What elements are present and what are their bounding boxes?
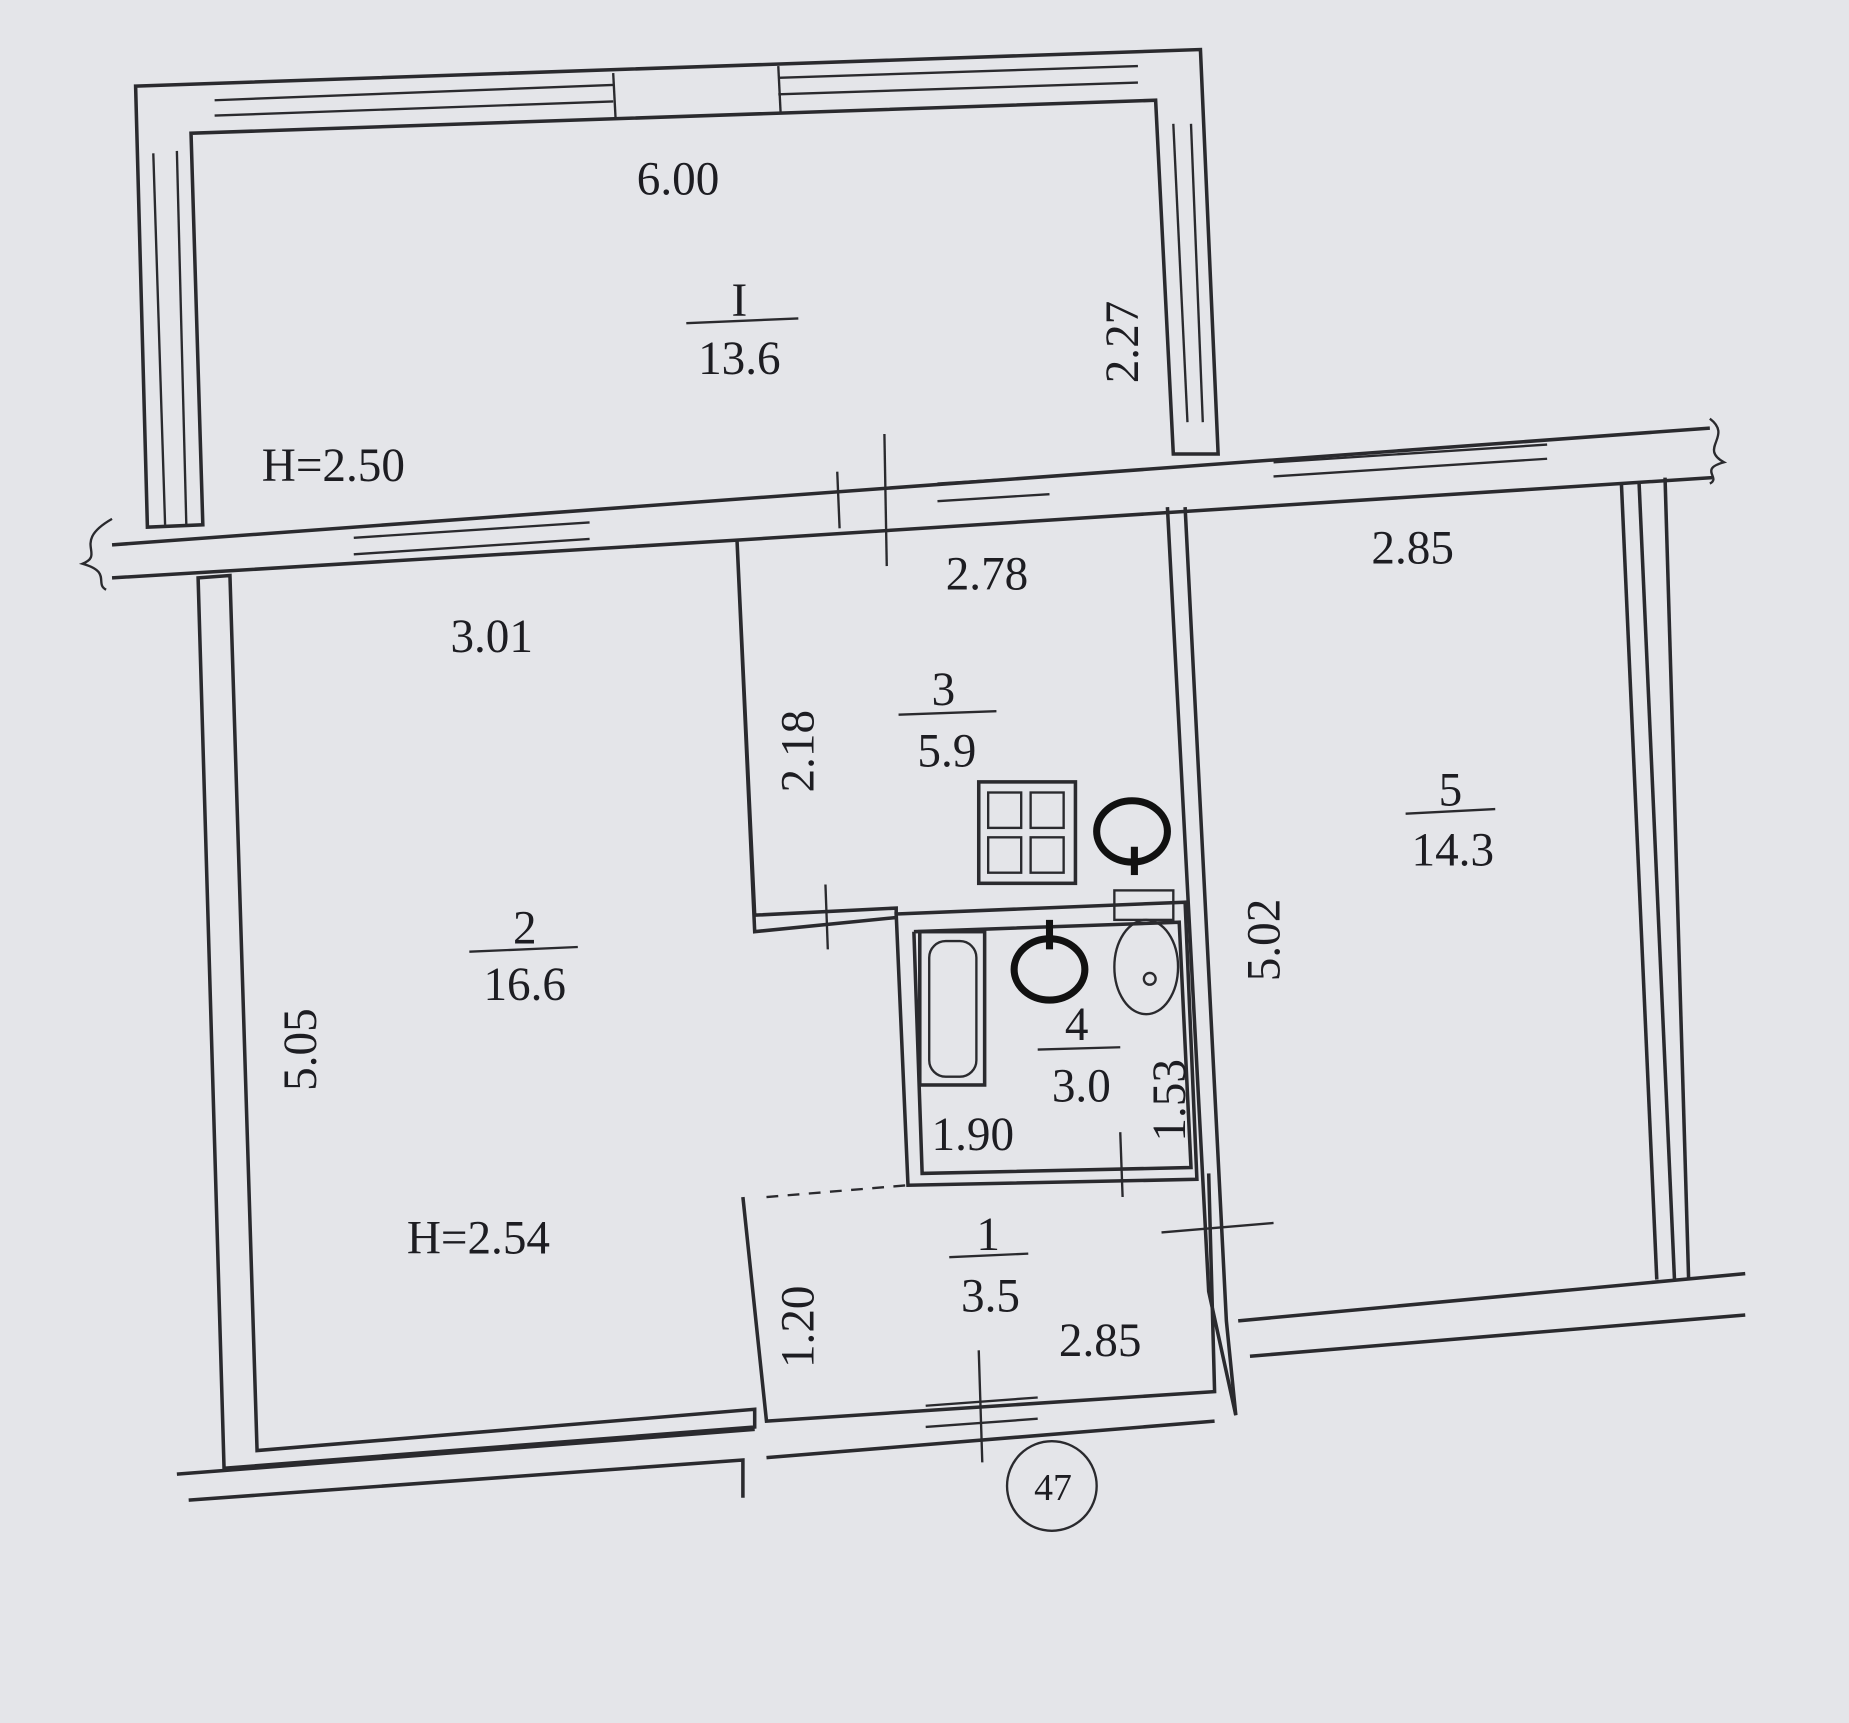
bathtub-icon [918, 929, 987, 1087]
svg-text:3.0: 3.0 [1052, 1060, 1111, 1112]
svg-text:14.3: 14.3 [1412, 825, 1495, 877]
dim-bath-depth: 1.53 [1144, 1059, 1196, 1142]
svg-text:13.6: 13.6 [698, 333, 781, 385]
apartment-number-badge: 47 [1005, 1439, 1098, 1532]
svg-text:5: 5 [1439, 764, 1463, 816]
dim-room5-width: 2.85 [1371, 523, 1454, 575]
svg-text:1: 1 [976, 1209, 1000, 1261]
room-label-2: 2 16.6 [469, 902, 578, 1011]
bathroom-sink-icon [1010, 919, 1089, 1004]
dim-bath-width: 1.90 [932, 1109, 1015, 1161]
svg-text:3.5: 3.5 [961, 1270, 1020, 1322]
balcony-walls [133, 47, 1220, 530]
toilet-icon [1113, 889, 1180, 1016]
dim-room2-length: 5.05 [275, 1008, 327, 1091]
svg-text:I: I [732, 275, 748, 327]
room-label-5: 5 14.3 [1405, 764, 1496, 877]
room-label-4: 4 3.0 [1037, 999, 1121, 1112]
dim-balcony-depth: 2.27 [1097, 301, 1149, 384]
height-balcony: H=2.50 [262, 440, 405, 492]
stove-icon [976, 780, 1078, 886]
dim-room5-length: 5.02 [1238, 899, 1290, 982]
room-label-1: 1 3.5 [949, 1209, 1029, 1322]
svg-text:4: 4 [1065, 999, 1089, 1051]
dim-room3-depth: 2.18 [773, 710, 825, 793]
kitchen-sink-icon [1093, 797, 1171, 876]
dim-balcony-width: 6.00 [637, 154, 720, 206]
svg-text:2: 2 [513, 902, 537, 954]
dim-hall-depth: 1.20 [773, 1285, 825, 1368]
interior-walls [176, 477, 1746, 1502]
dim-room3-width: 2.78 [946, 549, 1029, 601]
svg-text:47: 47 [1034, 1467, 1072, 1509]
dim-room2-width: 3.01 [450, 611, 533, 663]
svg-text:16.6: 16.6 [483, 959, 566, 1011]
svg-text:3: 3 [932, 664, 956, 716]
dim-hall-width: 2.85 [1059, 1315, 1142, 1367]
room-label-I: I 13.6 [686, 275, 799, 385]
height-apartment: H=2.54 [407, 1213, 550, 1265]
room-label-3: 3 5.9 [898, 664, 997, 778]
svg-text:5.9: 5.9 [917, 726, 976, 778]
